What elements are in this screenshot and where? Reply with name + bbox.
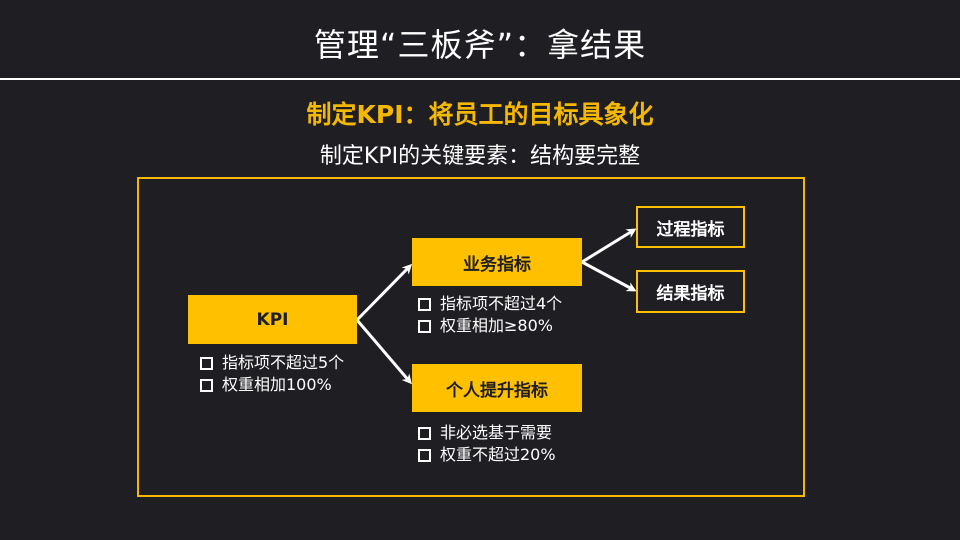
checkbox-icon <box>200 356 213 370</box>
kpi-note-text: 指标项不超过5个 <box>222 353 345 372</box>
process-indicator-label: 过程指标 <box>656 219 725 240</box>
business-note-item: 权重相加≥80% <box>418 315 562 337</box>
checkbox-icon <box>418 297 431 311</box>
result-indicator-label: 结果指标 <box>656 284 725 304</box>
business-note-text: 指标项不超过4个 <box>440 294 563 313</box>
personal-indicator-notes: 非必选基于需要 权重不超过20% <box>418 422 556 466</box>
checkbox-icon <box>418 426 431 440</box>
personal-note-text: 权重不超过20% <box>440 445 556 464</box>
personal-note-text: 非必选基于需要 <box>440 423 553 442</box>
page-title: 管理“三板斧”：拿结果 <box>313 26 647 64</box>
personal-indicator-box: 个人提升指标 <box>412 364 582 412</box>
personal-note-item: 权重不超过20% <box>418 444 556 466</box>
business-note-text: 权重相加≥80% <box>440 316 553 335</box>
result-indicator-box: 结果指标 <box>636 270 745 313</box>
checkbox-icon <box>418 448 431 462</box>
kpi-box: KPI <box>188 295 357 344</box>
kpi-note-item: 权重相加100% <box>200 374 344 396</box>
process-indicator-box: 过程指标 <box>636 206 745 248</box>
kpi-note-text: 权重相加100% <box>222 375 332 394</box>
diagram-frame <box>137 177 805 497</box>
title-divider <box>0 78 960 80</box>
business-indicator-label: 业务指标 <box>463 254 531 275</box>
kpi-notes: 指标项不超过5个 权重相加100% <box>200 352 344 396</box>
kpi-note-item: 指标项不超过5个 <box>200 352 344 374</box>
business-indicator-notes: 指标项不超过4个 权重相加≥80% <box>418 293 562 337</box>
personal-note-item: 非必选基于需要 <box>418 422 556 444</box>
personal-indicator-label: 个人提升指标 <box>446 380 548 401</box>
checkbox-icon <box>200 378 213 392</box>
checkbox-icon <box>418 319 431 333</box>
section-subheading: 制定KPI的关键要素：结构要完整 <box>319 144 641 169</box>
business-indicator-box: 业务指标 <box>412 238 582 286</box>
kpi-label: KPI <box>256 309 289 330</box>
section-heading: 制定KPI：将员工的目标具象化 <box>306 100 654 129</box>
business-note-item: 指标项不超过4个 <box>418 293 562 315</box>
